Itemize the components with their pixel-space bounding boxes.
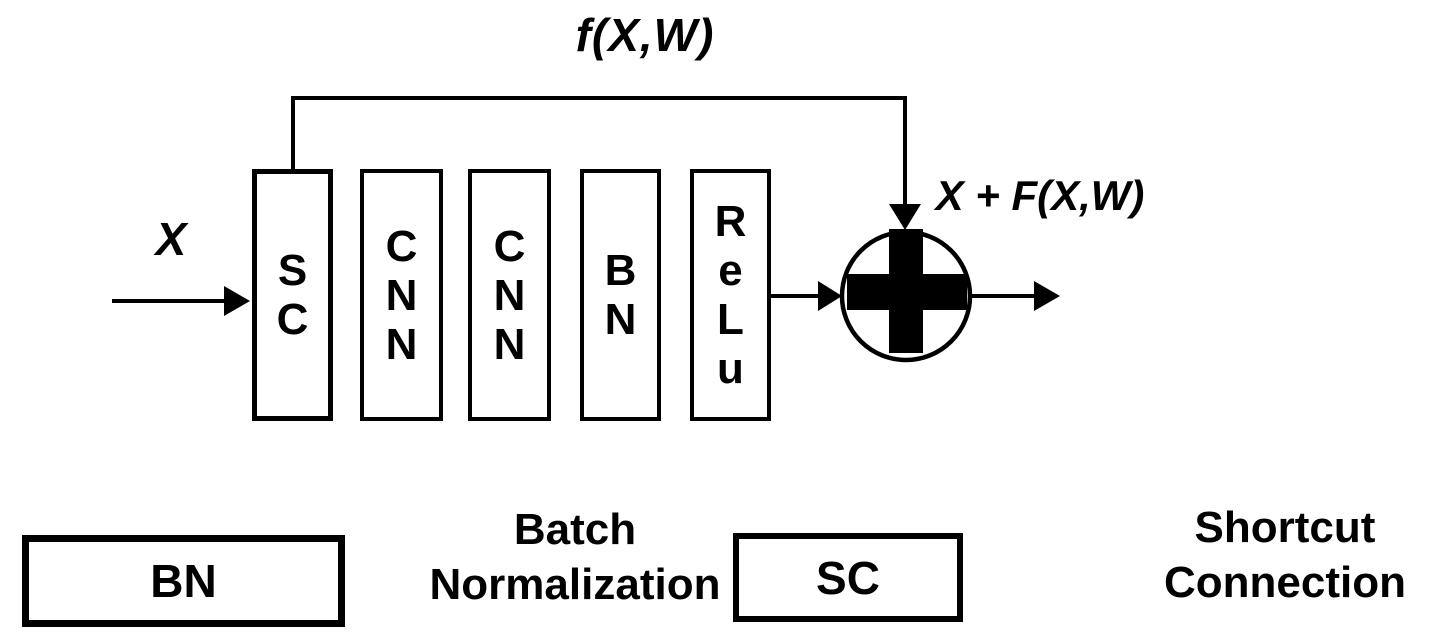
block-bn-char: N: [604, 295, 637, 344]
relu-to-add-arrowhead-icon: [818, 281, 842, 311]
block-relu-char: R: [714, 197, 747, 246]
input-arrowhead-icon: [224, 286, 250, 316]
function-label: f(X,W): [575, 9, 715, 61]
block-relu-char: L: [717, 295, 744, 344]
shortcut-connection-line: [291, 96, 907, 206]
block-sc-char: C: [276, 295, 309, 344]
input-label: X: [155, 213, 187, 265]
block-bn-char: B: [604, 246, 637, 295]
block-cnn-2-char: N: [493, 319, 526, 369]
legend-bn-abbr: BN: [150, 555, 217, 607]
block-cnn-1-char: N: [385, 270, 418, 320]
block-relu-char: u: [717, 344, 744, 393]
legend-sc-meaning-line: Shortcut: [1194, 503, 1376, 552]
legend-sc-abbr: SC: [816, 551, 880, 604]
block-relu-char: e: [718, 246, 743, 295]
block-cnn-1-char: C: [385, 221, 418, 271]
output-arrowhead-icon: [1034, 281, 1060, 311]
legend-sc-meaning-line: Connection: [1164, 558, 1406, 607]
block-cnn-2-char: C: [493, 221, 526, 271]
plus-horizontal-bar: [847, 274, 967, 310]
legend-bn-meaning: Batch Normalization: [425, 502, 725, 612]
legend-sc-meaning: Shortcut Connection: [1135, 500, 1433, 610]
block-sc-char: S: [277, 246, 308, 295]
legend-bn-box: BN: [22, 535, 345, 627]
legend-bn-meaning-line: Normalization: [429, 560, 721, 609]
shortcut-arrowhead-icon: [889, 204, 921, 230]
output-label: X + F(X,W): [935, 172, 1145, 219]
block-cnn-1-char: N: [385, 319, 418, 369]
legend-bn-meaning-line: Batch: [513, 505, 637, 554]
legend-sc-box: SC: [733, 533, 963, 622]
block-cnn-2-char: N: [493, 270, 526, 320]
block-sc: S C: [252, 169, 333, 421]
block-cnn-1: C N N: [360, 169, 443, 421]
block-cnn-2: C N N: [468, 169, 551, 421]
block-relu: R e L u: [690, 169, 771, 421]
plus-icon: [847, 229, 967, 353]
block-bn: B N: [580, 169, 661, 421]
